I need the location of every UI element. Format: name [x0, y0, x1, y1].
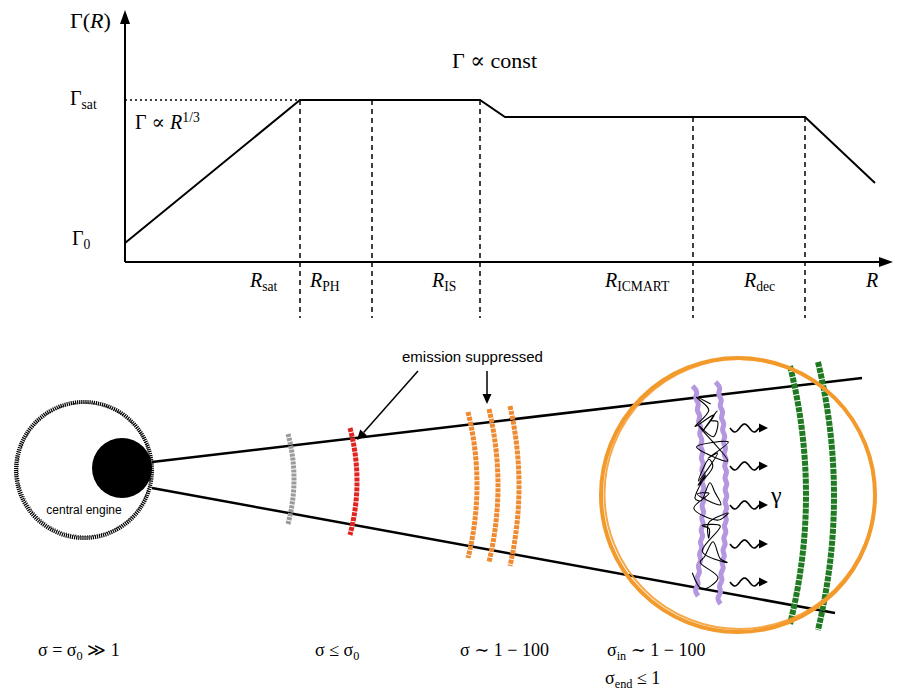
axis-label: R	[866, 268, 878, 292]
radius-label: RICMART	[605, 268, 669, 295]
photon-arrow-head	[759, 540, 768, 549]
photon-arrow-head	[759, 501, 768, 510]
text-run: R	[744, 269, 756, 291]
text-run: R	[250, 269, 262, 291]
leader-head	[483, 394, 492, 404]
text-run: ≤ 1	[632, 668, 660, 688]
orange-shell	[510, 406, 519, 566]
node-outline	[598, 355, 878, 635]
leader-head	[357, 430, 367, 441]
orange-ring	[605, 359, 875, 629]
radius-label: Rdec	[744, 268, 775, 295]
photon-arrow	[730, 424, 759, 432]
text-run: Γ ∝	[135, 111, 170, 133]
text-run: 0	[84, 237, 91, 252]
green-shell	[790, 366, 806, 624]
text-run: σ	[605, 668, 615, 688]
orange-shell	[489, 409, 498, 562]
text-run: R	[866, 269, 878, 291]
text-run: σ ∼ 1 − 100	[460, 640, 549, 660]
magnetization-label: σin ∼ 1 − 100	[605, 640, 707, 663]
text-run: sat	[82, 97, 97, 112]
engine-ring	[16, 402, 152, 538]
node-outline	[14, 400, 154, 540]
axis-value: Γ0	[72, 226, 90, 253]
x-axis	[125, 261, 880, 263]
purple-shell	[716, 382, 727, 604]
radius-marker	[371, 100, 373, 318]
node-label: central engine	[14, 503, 154, 517]
emission-region: γ	[598, 355, 878, 635]
photon-arrow-head	[759, 424, 768, 433]
radius-marker	[479, 100, 481, 318]
text-run: R	[170, 111, 182, 133]
photon-arrow-head	[759, 578, 768, 587]
lorentz-factor-curve	[125, 100, 875, 243]
photon-arrow	[730, 462, 759, 470]
photon-arrow	[730, 540, 759, 548]
red-shell	[350, 428, 357, 535]
text-run: 1/3	[182, 110, 199, 125]
leader-line	[364, 371, 418, 433]
magnetization-label: σ ∼ 1 − 100	[460, 640, 549, 662]
x-axis-head	[879, 257, 893, 267]
radius-marker	[804, 117, 806, 318]
text-run: R	[310, 269, 322, 291]
saturation-guide	[125, 99, 300, 101]
axis-value: Γsat	[70, 86, 97, 113]
text-run: R	[432, 269, 444, 291]
text-run: ≫ 1	[83, 640, 120, 660]
jet-edge	[152, 378, 862, 462]
y-axis	[124, 22, 126, 262]
leader-line	[486, 371, 488, 394]
radius-marker	[299, 100, 301, 318]
radius-label: Rsat	[250, 268, 277, 295]
text-run: 0	[77, 649, 83, 663]
text-run: ICMART	[617, 279, 669, 294]
radius-label: RIS	[432, 268, 456, 295]
annotation: emission suppressed	[402, 348, 543, 366]
text-run: sat	[262, 279, 277, 294]
text-run: Γ	[72, 227, 84, 249]
black-hole	[92, 438, 152, 498]
text-run: end	[615, 677, 633, 691]
text-run: 0	[353, 649, 359, 663]
photon-arrow	[730, 501, 759, 509]
text-run: emission suppressed	[402, 348, 543, 365]
text-run: IS	[444, 279, 456, 294]
generated-art	[692, 382, 768, 604]
text-run: σ ≤ σ	[315, 640, 353, 660]
orange-ring	[601, 358, 875, 632]
radius-marker	[692, 117, 694, 318]
tangled-field	[692, 397, 728, 589]
y-axis-head	[120, 10, 130, 24]
magnetization-label: σ = σ0 ≫ 1	[38, 640, 120, 663]
text-run: σ	[607, 640, 617, 660]
axis-label: Γ(R)	[70, 8, 111, 34]
photon-arrow-head	[759, 462, 768, 471]
orange-shell	[468, 412, 477, 558]
text-run: dec	[756, 279, 775, 294]
grey-shell	[288, 434, 294, 524]
green-shell	[818, 362, 834, 630]
text-run: R	[90, 8, 103, 33]
text-run: ∼ 1 − 100	[626, 640, 705, 660]
regime-label: Γ ∝ const	[452, 48, 537, 74]
text-run: in	[617, 649, 627, 663]
text-run: Γ	[70, 87, 82, 109]
text-run: R	[605, 269, 617, 291]
magnetization-label: σ ≤ σ0	[315, 640, 359, 663]
node-label: γ	[771, 481, 782, 510]
text-run: Γ(	[70, 8, 90, 33]
text-run: σ = σ	[38, 640, 77, 660]
magnetization-label: σend ≤ 1	[605, 668, 660, 691]
text-run: )	[104, 8, 111, 33]
central-engine: central engine	[14, 400, 154, 540]
photon-arrow	[730, 578, 759, 586]
radius-label: RPH	[310, 268, 340, 295]
regime-label: Γ ∝ R1/3	[135, 110, 200, 134]
text-run: PH	[322, 279, 339, 294]
text-run: Γ ∝ const	[452, 48, 537, 73]
